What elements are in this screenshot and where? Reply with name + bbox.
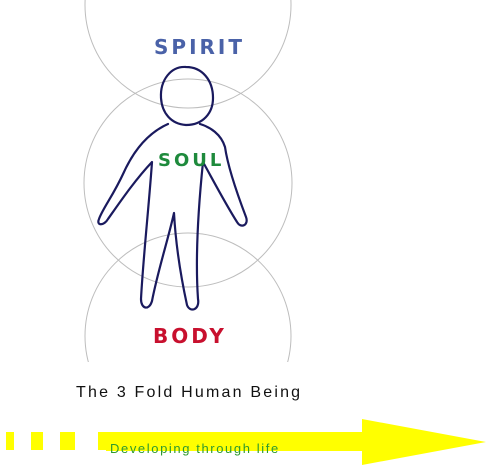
soul-circle bbox=[83, 78, 293, 288]
figure-head bbox=[159, 65, 215, 127]
development-arrow bbox=[6, 419, 486, 465]
arrow-label: Developing through life bbox=[110, 441, 280, 456]
diagram-caption: The 3 Fold Human Being bbox=[76, 384, 303, 401]
arrow-dash-4 bbox=[98, 432, 106, 450]
soul-label: SOUL bbox=[158, 150, 225, 171]
spirit-label: SPIRIT bbox=[154, 35, 245, 59]
body-label: BODY bbox=[153, 324, 227, 348]
human-figure bbox=[97, 65, 248, 311]
figure-body bbox=[97, 122, 248, 311]
arrow-dash-3 bbox=[60, 432, 75, 450]
spirit-circle bbox=[84, 0, 292, 109]
arrow-dash-1 bbox=[6, 432, 14, 450]
arrow-dash-2 bbox=[31, 432, 43, 450]
arrow-head bbox=[106, 419, 486, 465]
